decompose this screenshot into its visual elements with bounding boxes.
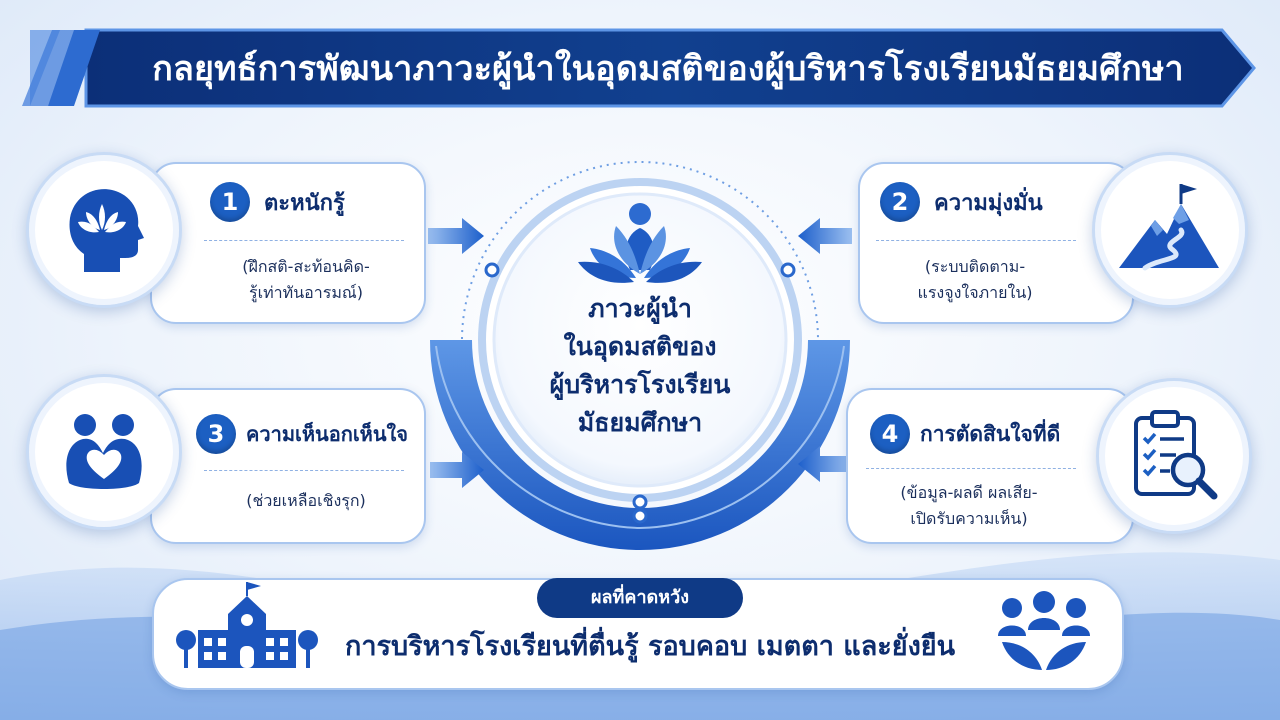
outcome-label-badge: ผลที่คาดหวัง (537, 578, 743, 618)
card-title: ความมุ่งมั่น (934, 190, 1043, 216)
lotus-icon (578, 203, 702, 283)
divider (876, 240, 1076, 241)
card-title: การตัดสินใจที่ดี (920, 421, 1061, 446)
card-empathy (150, 388, 426, 544)
card-decision (846, 388, 1134, 544)
card-description-line: (ระบบติดตาม- (924, 257, 1026, 276)
arrow-left-icon (798, 218, 852, 254)
card-description: (ข้อมูล-ผลดี ผลเสีย- เปิดรับความเห็น) (858, 480, 1080, 532)
card-description-line: (ข้อมูล-ผลดี ผลเสีย- (900, 483, 1038, 502)
people-heart-icon (26, 374, 182, 530)
arrow-right-icon (428, 218, 484, 254)
divider (866, 468, 1076, 469)
card-header: 4 การตัดสินใจที่ดี (870, 414, 1060, 454)
card-description-line: รู้เท่าทันอารมณ์) (249, 283, 363, 302)
card-title: ความเห็นอกเห็นใจ (246, 422, 409, 446)
card-description-line: (ฝึกสติ-สะท้อนคิด- (242, 257, 370, 276)
card-awareness (150, 162, 426, 324)
card-description: (ช่วยเหลือเชิงรุก) (196, 488, 416, 514)
step-number-badge: 1 (210, 182, 250, 222)
page-title: กลยุทธ์การพัฒนาภาวะผู้นำในอุดมสติของผู้บ… (152, 49, 1184, 89)
divider (204, 240, 404, 241)
clipboard-search-icon (1096, 378, 1252, 534)
title-banner: กลยุทธ์การพัฒนาภาวะผู้นำในอุดมสติของผู้บ… (22, 24, 1258, 112)
step-number-badge: 4 (870, 414, 910, 454)
card-description: (ระบบติดตาม- แรงจูงใจภายใน) (870, 254, 1080, 306)
school-building-icon (176, 582, 318, 668)
center-line: มัธยมศึกษา (577, 408, 703, 437)
arrow-left-icon (798, 446, 852, 482)
card-header: 3 ความเห็นอกเห็นใจ (196, 414, 408, 454)
divider (204, 470, 404, 471)
card-description-line: (ช่วยเหลือเชิงรุก) (246, 491, 366, 510)
center-line: ภาวะผู้นำ (588, 294, 692, 323)
center-line: ผู้บริหารโรงเรียน (549, 370, 731, 399)
card-description: (ฝึกสติ-สะท้อนคิด- รู้เท่าทันอารมณ์) (196, 254, 416, 306)
card-description-line: แรงจูงใจภายใน) (917, 283, 1033, 302)
outcome-text: การบริหารโรงเรียนที่ตื่นรู้ รอบคอบ เมตตา… (344, 631, 956, 662)
center-line: ในอุดมสติของ (563, 332, 717, 361)
card-header: 1 ตะหนักรู้ (210, 182, 345, 222)
card-title: ตะหนักรู้ (264, 190, 345, 216)
center-title: ภาวะผู้นำ ในอุดมสติของ ผู้บริหารโรงเรียน… (520, 290, 760, 442)
center-circle (430, 161, 850, 550)
mountain-flag-icon (1092, 152, 1248, 308)
step-number-badge: 3 (196, 414, 236, 454)
card-description-line: เปิดรับความเห็น) (910, 509, 1028, 528)
card-header: 2 ความมุ่งมั่น (880, 182, 1043, 222)
step-number-badge: 2 (880, 182, 920, 222)
head-lotus-icon (26, 152, 182, 308)
team-leaves-icon (998, 591, 1090, 670)
arrow-right-icon (430, 452, 484, 488)
